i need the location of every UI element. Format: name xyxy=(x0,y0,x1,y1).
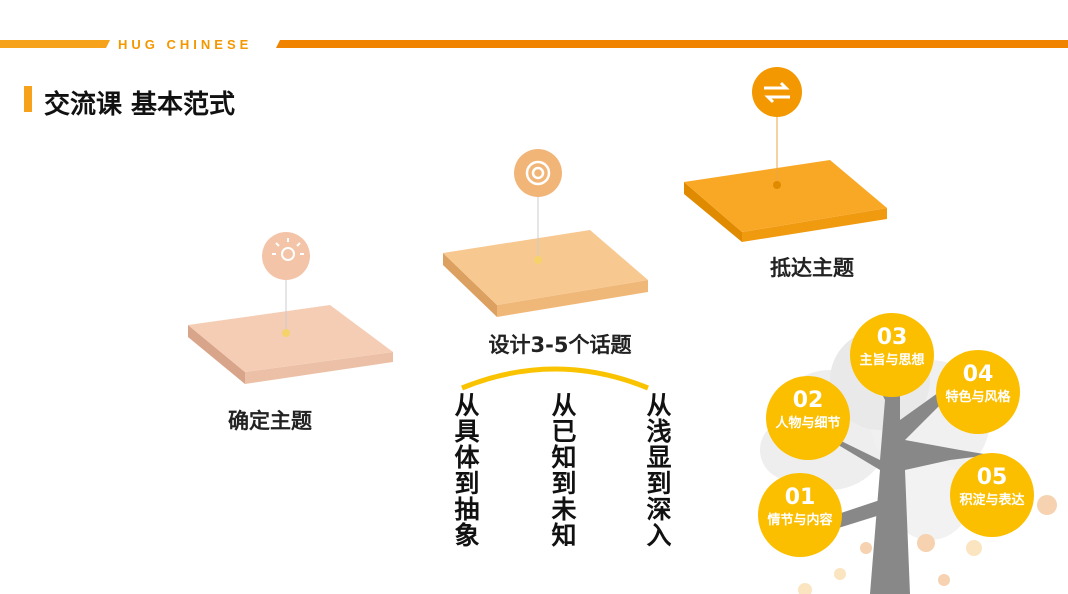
lightbulb-icon xyxy=(262,232,310,280)
principle-2: 从已知到未知 xyxy=(548,392,577,548)
step-label-1: 确定主题 xyxy=(228,409,312,433)
header-bar-right xyxy=(276,40,1068,48)
exchange-arrows-icon xyxy=(752,67,802,117)
step-label-2: 设计3-5个话题 xyxy=(488,333,632,357)
step-label-3: 抵达主题 xyxy=(770,256,854,280)
header-bar-left xyxy=(0,40,110,48)
title-accent xyxy=(24,86,32,112)
principles-arc xyxy=(461,366,649,391)
principle-3: 从浅显到深入 xyxy=(643,392,672,548)
platform-3 xyxy=(684,115,887,242)
brand-text: HUG CHINESE xyxy=(118,37,253,52)
platform-2 xyxy=(443,195,648,317)
principle-1: 从具体到抽象 xyxy=(451,392,480,548)
platform-1 xyxy=(188,278,393,384)
spiral-icon xyxy=(514,149,562,197)
page-title: 交流课 基本范式 xyxy=(44,90,236,120)
